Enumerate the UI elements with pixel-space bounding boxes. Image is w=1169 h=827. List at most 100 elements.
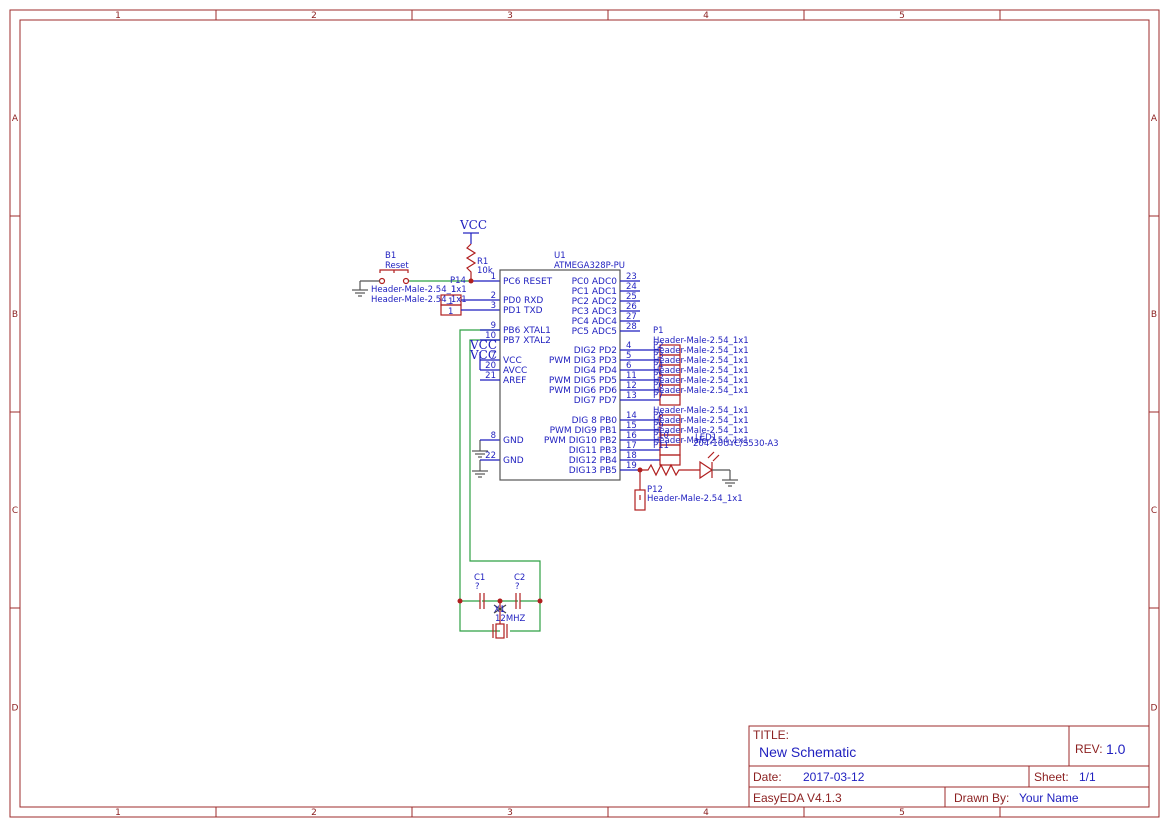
reset-button-b1[interactable] — [378, 269, 410, 285]
r1-ref: R1 — [477, 257, 488, 267]
u1-part: ATMEGA328P-PU — [554, 261, 625, 271]
p13-pin-2: 1 — [448, 307, 453, 317]
drawn-by-label: Drawn By: — [954, 791, 1009, 805]
header-p12[interactable] — [634, 470, 646, 511]
p14-part: Header-Male-2.54_1x1 — [371, 285, 467, 295]
u1-pin-name: GND — [503, 456, 524, 466]
u1-pin-number: 8 — [491, 431, 496, 441]
c2-ref: C2 — [514, 573, 525, 583]
u1-pin-name: PB6 XTAL1 — [503, 326, 551, 336]
header-part: Header-Male-2.54_1x1 — [653, 366, 749, 376]
title-block: TITLE: New Schematic REV: 1.0 Date: 2017… — [748, 725, 1150, 808]
frame-row-label: A — [12, 114, 19, 124]
p1-ref: P1 — [653, 326, 664, 336]
u1-pin-name: PC2 ADC2 — [572, 297, 617, 307]
u1-pin-number: 6 — [626, 361, 631, 371]
led-led1[interactable] — [699, 451, 720, 480]
header-part: Header-Male-2.54_1x1 — [653, 406, 749, 416]
frame-col-label: 3 — [507, 11, 513, 21]
header-ref: P3 — [653, 351, 664, 361]
capacitor-c2[interactable] — [515, 593, 521, 609]
frame-row-label: A — [1151, 114, 1158, 124]
u1-pin-number: 23 — [626, 272, 637, 282]
frame-col-label: 3 — [507, 808, 513, 818]
title-label: TITLE: — [753, 728, 789, 742]
tool-version: EasyEDA V4.1.3 — [753, 791, 842, 805]
capacitor-c1[interactable] — [479, 593, 485, 609]
u1-pin-number: 9 — [491, 321, 496, 331]
u1-pin-name: PC1 ADC1 — [572, 287, 617, 297]
crystal-x1[interactable] — [492, 601, 508, 639]
ic-u1[interactable] — [499, 269, 621, 481]
u1-pin-number: 26 — [626, 302, 637, 312]
u1-pin-name: PC5 ADC5 — [572, 327, 617, 337]
c2-value: ? — [515, 582, 520, 592]
header-ref: P8 — [653, 411, 664, 421]
p12-part: Header-Male-2.54_1x1 — [647, 494, 743, 504]
u1-pin-name: DIG 8 PB0 — [572, 416, 618, 426]
frame-row-label: B — [12, 310, 18, 320]
p12-ref: P12 — [647, 485, 663, 495]
reset-net — [352, 280, 380, 297]
header-ref: P4 — [653, 361, 664, 371]
vcc-top-label: VCC — [459, 218, 487, 232]
u1-pin-number: 3 — [491, 301, 496, 311]
header-part: Header-Male-2.54_1x1 — [653, 386, 749, 396]
u1-pin-number: 7 — [491, 351, 496, 361]
crystal-junctions — [457, 598, 543, 604]
header-part: Header-Male-2.54_1x1 — [653, 336, 749, 346]
vcc-left-label-1: VCC — [469, 338, 497, 352]
header-pin18[interactable] — [640, 454, 681, 466]
frame-col-label: 5 — [899, 11, 905, 21]
led1-ref: LED1 — [695, 433, 717, 443]
u1-pin-number: 22 — [485, 451, 496, 461]
header-ref: P11 — [653, 441, 669, 451]
b1-value: Reset — [385, 261, 409, 271]
u1-pin-name: GND — [503, 436, 524, 446]
frame-row-label: C — [1151, 506, 1157, 516]
frame-col-label: 5 — [899, 808, 905, 818]
r1-value: 10k — [477, 266, 493, 276]
rev-value: 1.0 — [1106, 741, 1126, 757]
u1-pin-number: 27 — [626, 312, 637, 322]
header-ref: P5 — [653, 371, 664, 381]
led-resistor[interactable] — [640, 463, 700, 477]
resistor-r1[interactable] — [465, 243, 477, 281]
frame-col-label: 2 — [311, 11, 317, 21]
p14-pin: 1 — [451, 285, 456, 295]
u1-pin-number: 4 — [626, 341, 631, 351]
u1-pin-name: PWM DIG6 PD6 — [549, 386, 617, 396]
header-part: Header-Male-2.54_1x1 — [653, 376, 749, 386]
date-label: Date: — [753, 770, 782, 784]
